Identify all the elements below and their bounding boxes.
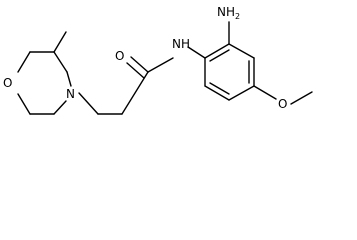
bond-ar-inner-1 <box>209 49 230 62</box>
atom-labels: O N O NH NH2 O <box>3 5 287 111</box>
bond-ar-inner-3 <box>209 82 230 95</box>
bond-ar-c4-c5 <box>228 85 255 101</box>
amide-oxygen-label: O <box>115 49 124 63</box>
bond-ring-n-c4 <box>53 100 67 115</box>
bond-ring-c2-c3 <box>53 51 68 73</box>
bond-ring-o-c1 <box>17 51 31 73</box>
bond-ring-c3-n <box>66 71 72 87</box>
bond-carbonyl-o-a <box>130 56 149 73</box>
bond-ar-c2-c3 <box>228 43 255 59</box>
bond-methoxy-o-ch3 <box>290 91 313 105</box>
bond-ring-c2-methyl <box>53 31 67 53</box>
bond-carbonyl-nh <box>147 57 174 73</box>
bond-n-ch2a <box>78 92 99 115</box>
bond-nh-aryl <box>187 46 206 59</box>
bond-ring-c5-o <box>17 93 31 115</box>
bond-ar-methoxy-o <box>253 85 277 100</box>
bond-ch2b-carbonyl <box>121 71 149 115</box>
amine-label: NH2 <box>217 5 240 21</box>
structure-diagram: O N O NH NH2 O <box>3 5 313 115</box>
bonds <box>17 21 313 115</box>
bond-ar-c1-c2 <box>204 43 230 59</box>
bond-carbonyl-o-b <box>126 62 145 79</box>
methoxy-oxygen-label: O <box>278 97 287 111</box>
ring-oxygen-label: O <box>3 76 12 90</box>
ring-nitrogen-label: N <box>66 87 75 101</box>
amide-nh-label: NH <box>172 37 190 51</box>
bond-ar-c5-c6 <box>204 85 230 101</box>
